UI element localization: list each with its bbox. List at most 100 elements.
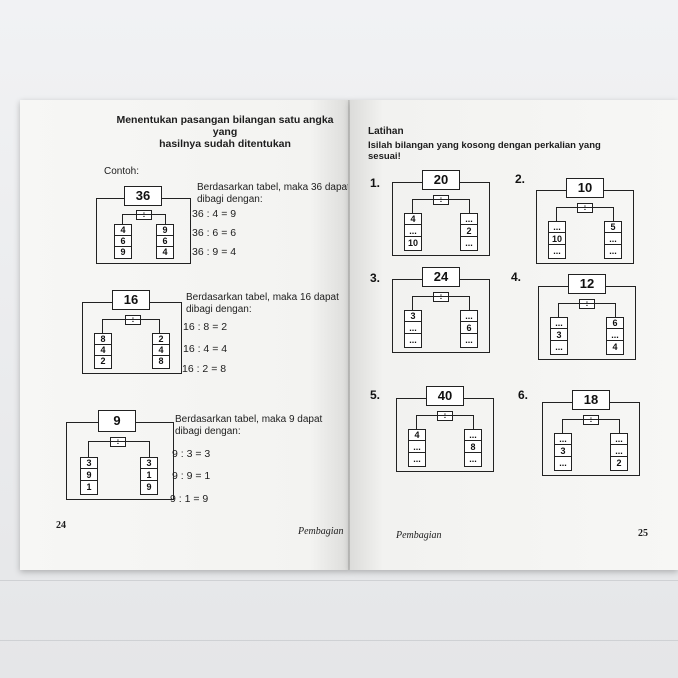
- title-line-1: Menentukan pasangan bilangan satu angka …: [116, 114, 334, 138]
- answer-cell[interactable]: 4: [612, 342, 618, 352]
- exercise-number: 6.: [518, 388, 529, 402]
- page-number: 24: [56, 520, 66, 531]
- answer-cell[interactable]: ...: [607, 330, 623, 341]
- exercise-number: 1.: [370, 176, 381, 190]
- factor-column-left: ...10...: [548, 221, 566, 259]
- factor-column-right: ...2...: [460, 213, 478, 251]
- factor-cell: 9: [146, 482, 152, 492]
- factor-column-right: ...8...: [464, 429, 482, 467]
- exercise-diagram: 12:...3...6...4: [538, 274, 638, 362]
- factor-column-right: 9 6 4: [156, 224, 174, 259]
- answer-cell[interactable]: 2: [461, 226, 477, 237]
- answer-cell[interactable]: ...: [559, 458, 567, 468]
- factor-cell: 9: [120, 247, 126, 257]
- equation: 36 : 9 = 4: [192, 246, 237, 258]
- factor-cell: 3: [81, 458, 97, 469]
- factor-cell: 2: [100, 356, 106, 366]
- answer-cell[interactable]: ...: [605, 234, 621, 245]
- answer-cell[interactable]: 5: [605, 222, 621, 233]
- factor-column-right: ......2: [610, 433, 628, 471]
- exercise-instruction: Isilah bilangan yang kosong dengan perka…: [368, 140, 601, 162]
- answer-cell[interactable]: ...: [611, 446, 627, 457]
- top-number-box: 36: [124, 186, 162, 206]
- answer-cell[interactable]: ...: [551, 318, 567, 329]
- answer-cell[interactable]: ...: [461, 311, 477, 322]
- exercise-diagram: 40:4.........8...: [396, 386, 496, 474]
- equation: 9 : 9 = 1: [172, 470, 211, 482]
- answer-cell[interactable]: 3: [551, 330, 567, 341]
- answer-cell[interactable]: 10: [549, 234, 565, 245]
- factor-column-left: ...3...: [554, 433, 572, 471]
- answer-cell[interactable]: ...: [555, 434, 571, 445]
- answer-cell[interactable]: ...: [465, 430, 481, 441]
- exercise-number: 5.: [370, 388, 381, 402]
- answer-cell[interactable]: ...: [469, 454, 477, 464]
- factor-cell: 4: [162, 247, 168, 257]
- answer-cell[interactable]: ...: [465, 238, 473, 248]
- top-number-box: 20: [422, 170, 460, 190]
- factor-cell: 6: [115, 236, 131, 247]
- example-sentence: Berdasarkan tabel, maka 16 dapat: [186, 292, 339, 303]
- instruction-line: Isilah bilangan yang kosong dengan perka…: [368, 140, 601, 151]
- answer-cell[interactable]: 4: [405, 214, 421, 225]
- top-number-box: 18: [572, 390, 610, 410]
- example-sentence: dibagi dengan:: [175, 426, 241, 437]
- answer-cell[interactable]: ...: [609, 246, 617, 256]
- factor-cell: 6: [157, 236, 173, 247]
- answer-cell[interactable]: ...: [549, 222, 565, 233]
- equation: 36 : 6 = 6: [192, 227, 237, 239]
- factor-column-right: 2 4 8: [152, 333, 170, 369]
- answer-cell[interactable]: ...: [461, 214, 477, 225]
- top-number-box: 9: [98, 410, 136, 432]
- answer-cell[interactable]: 8: [465, 442, 481, 453]
- answer-cell[interactable]: 2: [616, 458, 622, 468]
- factor-cell: 2: [153, 334, 169, 345]
- exercise-diagram: 18:...3.........2: [542, 390, 642, 478]
- answer-cell[interactable]: ...: [555, 342, 563, 352]
- example-diagram-2: 16 : 8 4 2 2 4 8: [82, 290, 182, 376]
- page-number: 25: [638, 528, 648, 539]
- equation: 16 : 4 = 4: [183, 343, 228, 355]
- example-sentence: Berdasarkan tabel, maka 9 dapat: [175, 414, 323, 425]
- answer-cell[interactable]: 6: [461, 323, 477, 334]
- factor-cell: 3: [141, 458, 157, 469]
- exercise-diagram: 20:4...10...2...: [392, 170, 492, 258]
- factor-column-left: 8 4 2: [94, 333, 112, 369]
- equation: 9 : 1 = 9: [170, 493, 209, 505]
- example-sentence: dibagi dengan:: [197, 194, 263, 205]
- page-footer-title: Pembagian: [396, 530, 442, 541]
- answer-cell[interactable]: 3: [555, 446, 571, 457]
- left-page: Menentukan pasangan bilangan satu angka …: [20, 100, 350, 570]
- answer-cell[interactable]: ...: [405, 323, 421, 334]
- factor-cell: 9: [157, 225, 173, 236]
- instruction-line: sesuai!: [368, 151, 401, 162]
- factor-cell: 4: [153, 345, 169, 356]
- example-diagram-3: 9 : 3 9 1 3 1 9: [66, 410, 174, 502]
- answer-cell[interactable]: 10: [407, 238, 418, 248]
- factor-cell: 4: [95, 345, 111, 356]
- example-text-2: Berdasarkan tabel, maka 16 dapat dibagi …: [186, 292, 339, 316]
- answer-cell[interactable]: ...: [409, 335, 417, 345]
- answer-cell[interactable]: 4: [409, 430, 425, 441]
- exercise-diagram: 10:...10...5......: [536, 178, 636, 266]
- answer-cell[interactable]: ...: [465, 335, 473, 345]
- top-number-box: 24: [422, 267, 460, 287]
- factor-column-left: 4 6 9: [114, 224, 132, 259]
- answer-cell[interactable]: ...: [553, 246, 561, 256]
- factor-column-right: ...6...: [460, 310, 478, 348]
- factor-cell: 8: [95, 334, 111, 345]
- factor-cell: 4: [115, 225, 131, 236]
- factor-column-left: 4......: [408, 429, 426, 467]
- answer-cell[interactable]: ...: [413, 454, 421, 464]
- top-number-box: 16: [112, 290, 150, 310]
- answer-cell[interactable]: ...: [611, 434, 627, 445]
- factor-column-left: ...3...: [550, 317, 568, 355]
- answer-cell[interactable]: ...: [409, 442, 425, 453]
- open-workbook: Menentukan pasangan bilangan satu angka …: [20, 100, 678, 570]
- answer-cell[interactable]: 6: [607, 318, 623, 329]
- answer-cell[interactable]: 3: [405, 311, 421, 322]
- exercise-number: 2.: [515, 172, 526, 186]
- right-page: Latihan Isilah bilangan yang kosong deng…: [350, 100, 678, 570]
- example-sentence: Berdasarkan tabel, maka 36 dapat: [197, 182, 350, 193]
- answer-cell[interactable]: ...: [405, 226, 421, 237]
